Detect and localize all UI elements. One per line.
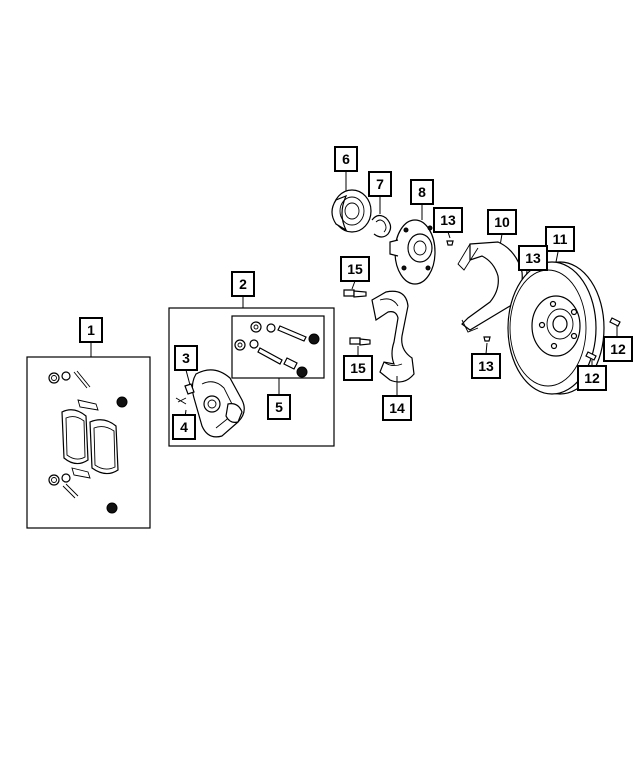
callout-13-mid-label: 13 [525, 250, 541, 266]
callout-3-label: 3 [182, 350, 190, 366]
callout-1-label: 1 [87, 322, 95, 338]
callout-15-top: 15 [340, 256, 370, 282]
callout-13-top-label: 13 [440, 212, 456, 228]
callout-7: 7 [368, 171, 392, 197]
callout-2: 2 [231, 271, 255, 297]
caliper-frame [168, 307, 335, 447]
rotor-group [507, 251, 621, 395]
callout-7-label: 7 [376, 176, 384, 192]
callout-4: 4 [172, 414, 196, 440]
callout-3: 3 [174, 345, 198, 371]
callout-6-label: 6 [342, 151, 350, 167]
hub-assembly-group [331, 172, 454, 285]
callout-14-label: 14 [389, 400, 405, 416]
callout-15-bottom-label: 15 [350, 360, 366, 376]
callout-12-right-label: 12 [610, 341, 626, 357]
callout-12-left: 12 [577, 365, 607, 391]
callout-13-top: 13 [433, 207, 463, 233]
caliper-group [168, 297, 335, 447]
callout-14: 14 [382, 395, 412, 421]
callout-13-bottom-label: 13 [478, 358, 494, 374]
callout-11: 11 [545, 226, 575, 252]
callout-15-bottom: 15 [343, 355, 373, 381]
callout-2-label: 2 [239, 276, 247, 292]
callout-13-bottom: 13 [471, 353, 501, 379]
caliper-bracket-group [343, 280, 415, 395]
brake-pad-kit-group [26, 343, 151, 529]
callout-15-top-label: 15 [347, 261, 363, 277]
callout-12-right: 12 [603, 336, 633, 362]
callout-10: 10 [487, 209, 517, 235]
callout-11-label: 11 [553, 231, 568, 247]
callout-12-left-label: 12 [584, 370, 600, 386]
callout-10-label: 10 [494, 214, 510, 230]
callout-5: 5 [267, 394, 291, 420]
caliper-seal-kit-frame [231, 315, 325, 379]
callout-1: 1 [79, 317, 103, 343]
callout-4-label: 4 [180, 419, 188, 435]
brake-pad-kit-frame [26, 356, 151, 529]
callout-6: 6 [334, 146, 358, 172]
callout-13-mid: 13 [518, 245, 548, 271]
callout-5-label: 5 [275, 399, 283, 415]
callout-8-label: 8 [418, 184, 426, 200]
callout-8: 8 [410, 179, 434, 205]
